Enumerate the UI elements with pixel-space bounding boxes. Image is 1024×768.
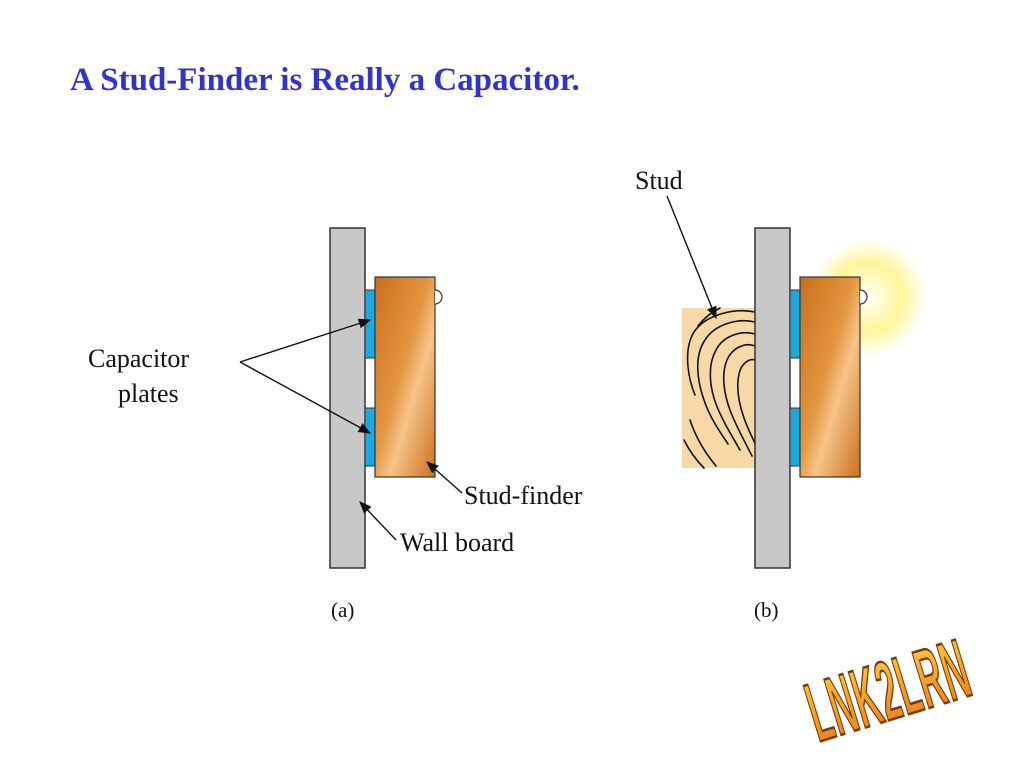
wall-board-a	[329, 227, 366, 569]
stud-finder-label: Stud-finder	[464, 481, 583, 510]
wall-board-b	[754, 227, 791, 569]
indicator-light-a	[434, 289, 443, 305]
panel-b: Stud (b)	[635, 166, 926, 622]
stud-label: Stud	[635, 166, 683, 195]
slide-title: A Stud-Finder is Really a Capacitor.	[70, 62, 580, 98]
capacitor-arrow-top	[239, 318, 372, 363]
stud-wood-grain	[683, 307, 756, 469]
capacitor-plates-label-line1: Capacitor	[88, 344, 189, 373]
stud-finder-arrow	[426, 461, 463, 494]
indicator-light-b	[859, 289, 868, 305]
panel-b-caption: (b)	[754, 598, 779, 622]
stud-finder-body-a	[374, 276, 436, 478]
capacitor-plate-bottom-a	[364, 407, 376, 467]
capacitor-plates-label-line2: plates	[118, 379, 179, 408]
panel-a-caption: (a)	[331, 598, 354, 622]
stud-arrow	[666, 195, 717, 320]
stud-finder-body-b	[799, 276, 861, 478]
wall-board-arrow	[359, 501, 397, 541]
stud-wood-b	[682, 308, 755, 468]
wall-board-label: Wall board	[400, 528, 514, 557]
capacitor-plate-top-b	[789, 289, 801, 359]
panel-a: Capacitor plates Stud-finder Wall board …	[88, 227, 583, 622]
capacitor-plate-bottom-b	[789, 407, 801, 467]
capacitor-arrow-bottom	[239, 361, 372, 434]
lnk2lrn-logo: LNK2LRN	[795, 620, 982, 760]
lnk2lrn-logo-text: LNK2LRN	[796, 621, 981, 759]
capacitor-plate-top-a	[364, 289, 376, 359]
